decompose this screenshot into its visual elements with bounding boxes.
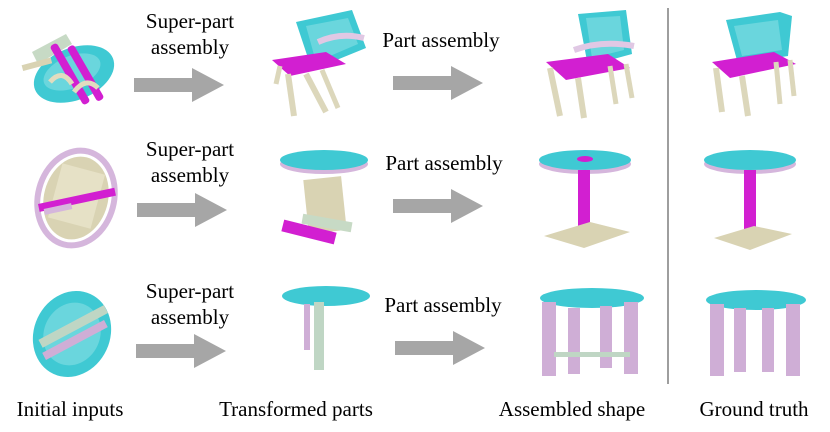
assembled-shape-table <box>539 150 631 248</box>
caption-initial-inputs: Initial inputs <box>16 397 124 421</box>
caption-transformed-parts: Transformed parts <box>219 397 373 421</box>
caption-assembled-shape: Assembled shape <box>498 397 646 421</box>
step-label-line1: Super-part <box>145 137 235 161</box>
step-label-line2: assembly <box>150 305 230 329</box>
ground-truth-chair <box>712 12 797 117</box>
ground-truth-table <box>704 150 796 250</box>
assembled-shape-chair <box>546 10 635 119</box>
transformed-parts-chair <box>272 10 366 117</box>
step-label-part-row1: Part assembly <box>382 28 500 52</box>
step-label-line2: assembly <box>150 163 230 187</box>
transformed-parts-table-legs <box>282 286 370 370</box>
arrow-super-part-row2 <box>137 193 227 227</box>
initial-input-chair <box>21 34 115 105</box>
step-label-part-row2: Part assembly <box>385 151 503 175</box>
assembled-shape-table-legs <box>540 288 644 376</box>
step-label-part-row3: Part assembly <box>384 293 502 317</box>
step-label-line1: Super-part <box>145 279 235 303</box>
ground-truth-divider <box>667 8 669 384</box>
arrow-super-part-row1 <box>134 68 224 102</box>
step-label-super-part-row3: Super-part assembly <box>120 278 260 330</box>
initial-input-table-legs <box>32 291 112 377</box>
transformed-parts-table <box>280 150 368 245</box>
initial-input-table <box>34 147 118 249</box>
ground-truth-table-legs <box>706 290 806 376</box>
step-label-super-part-row1: Super-part assembly <box>120 8 260 60</box>
step-label-line2: assembly <box>150 35 230 59</box>
arrow-super-part-row3 <box>136 334 226 368</box>
step-label-line1: Super-part <box>145 9 235 33</box>
arrow-part-row1 <box>393 66 483 100</box>
arrow-part-row2 <box>393 189 483 223</box>
step-label-super-part-row2: Super-part assembly <box>120 136 260 188</box>
arrow-part-row3 <box>395 331 485 365</box>
caption-ground-truth: Ground truth <box>699 397 809 421</box>
